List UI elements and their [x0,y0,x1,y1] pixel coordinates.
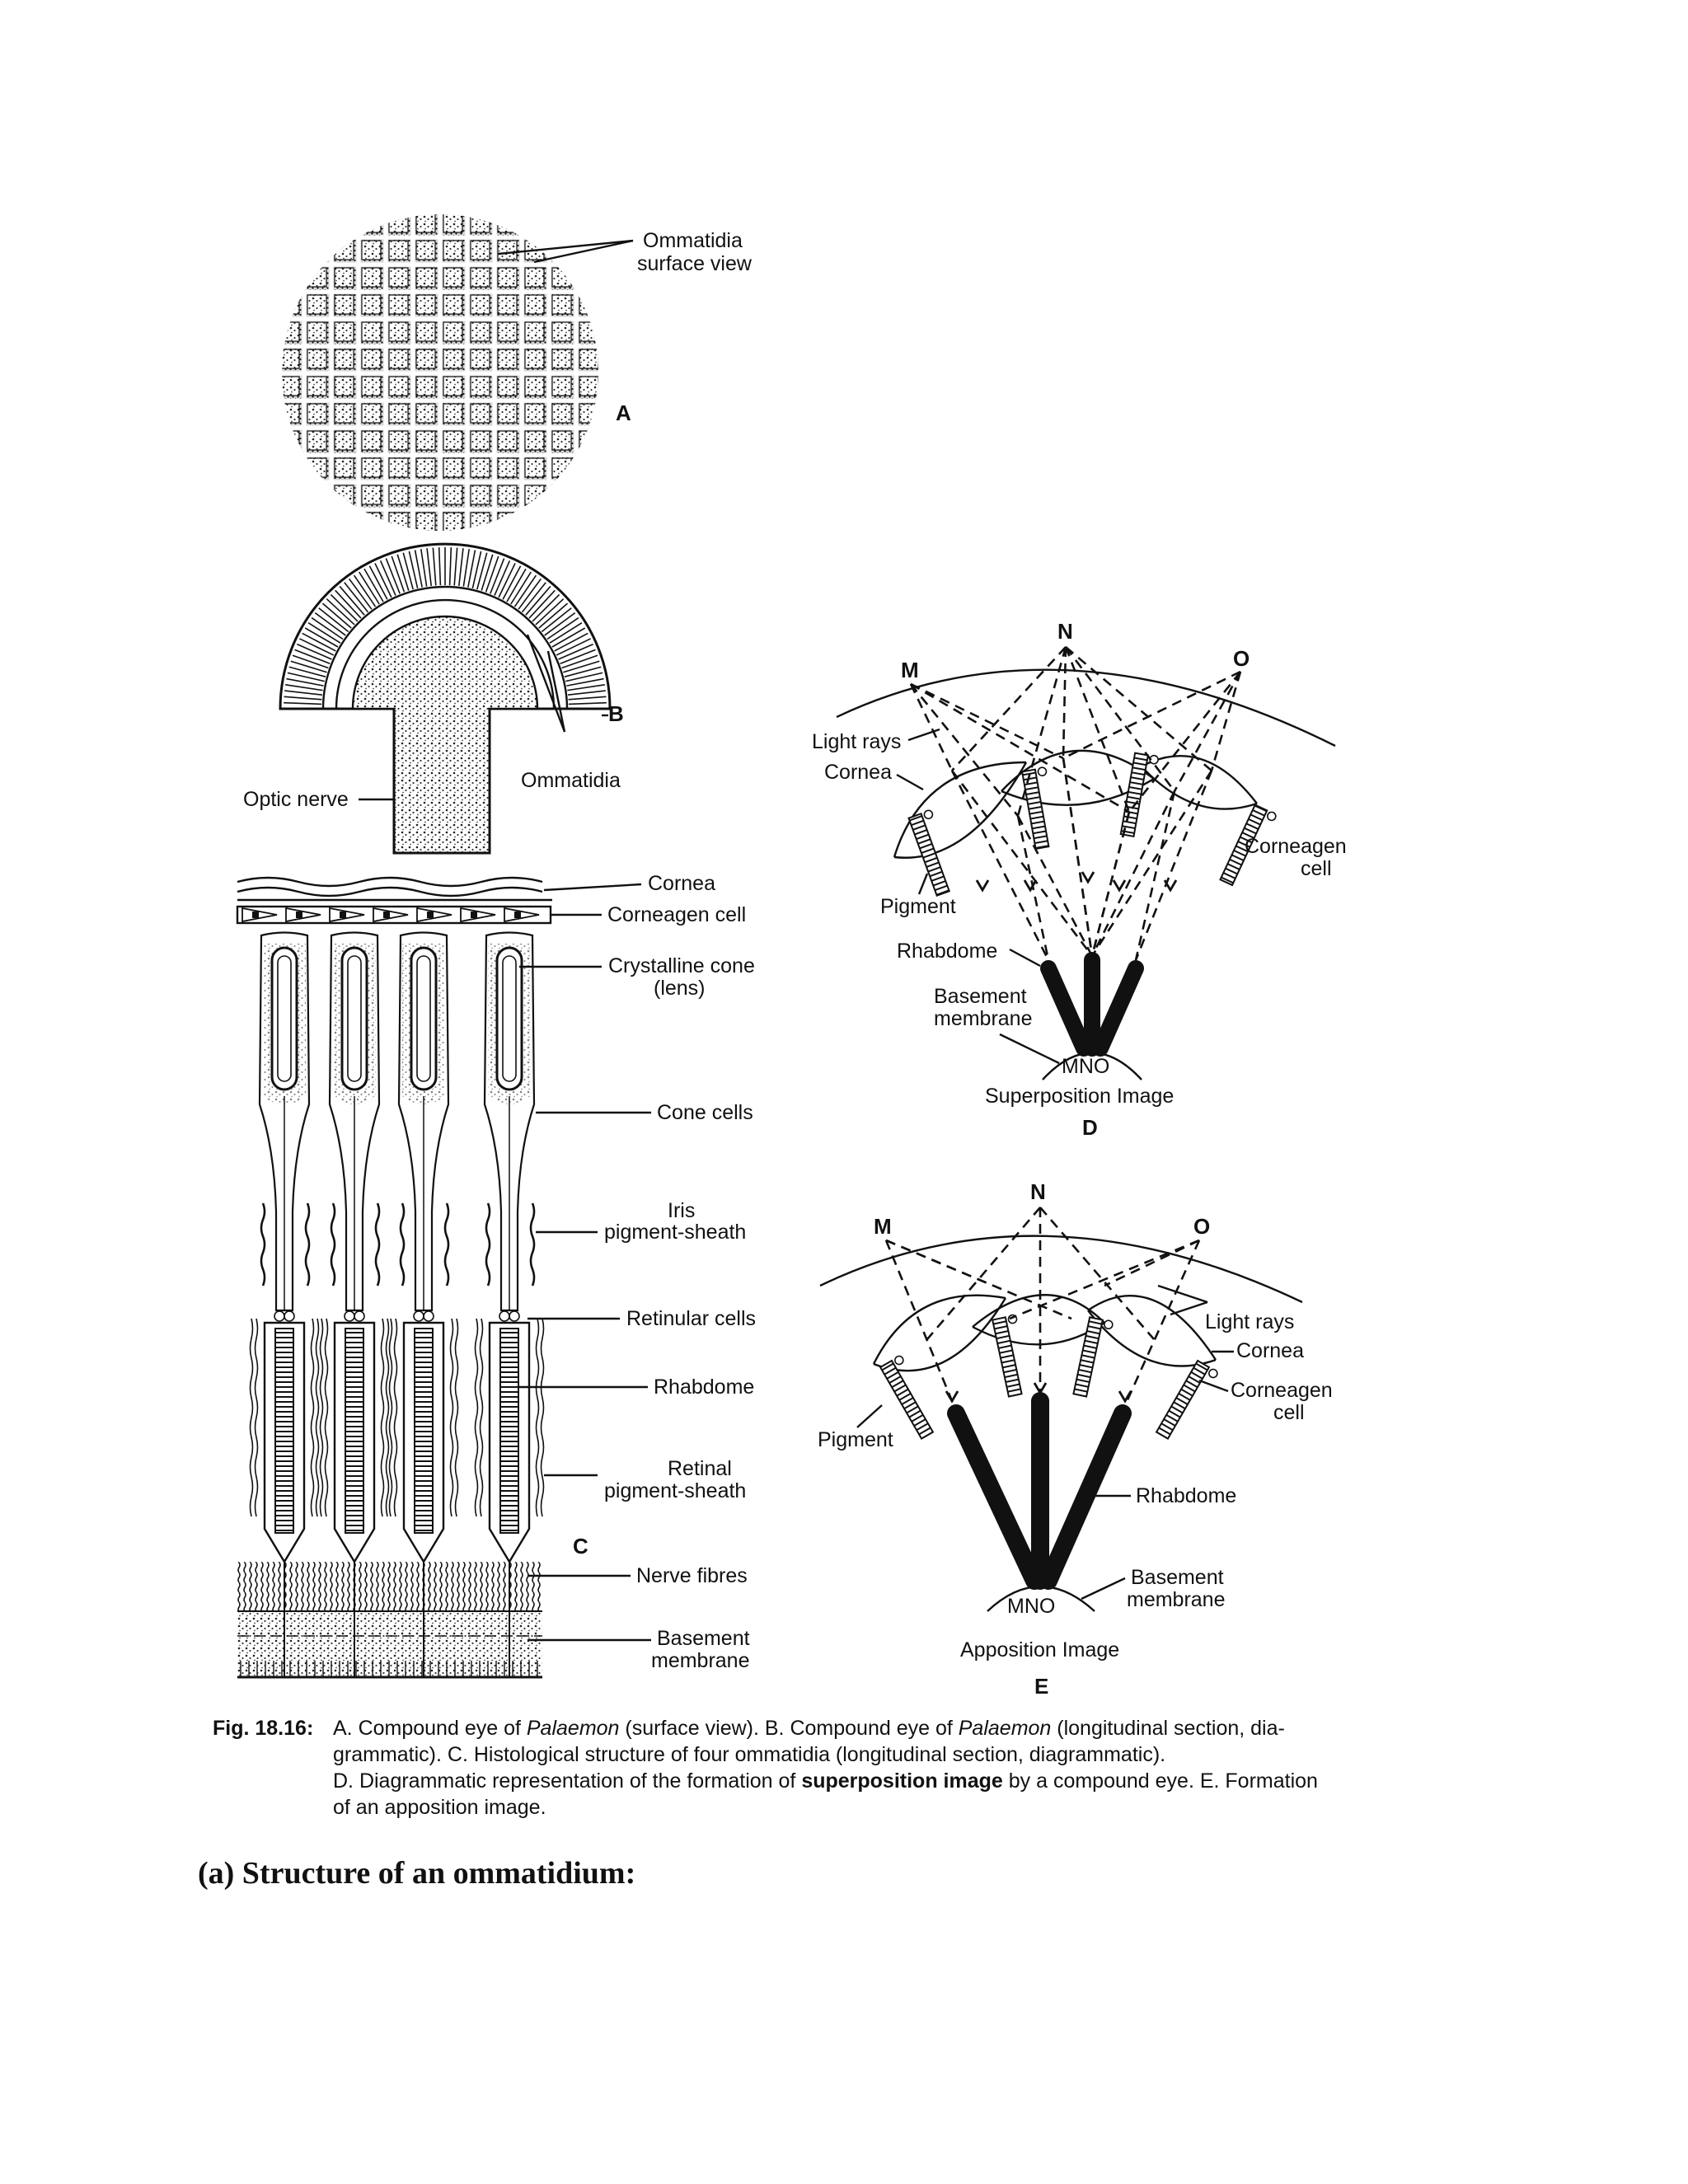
dome-core [351,615,539,710]
e-n-label: N [1030,1179,1046,1204]
optic-nerve-label: Optic nerve [243,788,349,811]
cornea-label: Cornea [648,872,715,895]
e-corneagen-label-line2: cell [1273,1401,1305,1424]
d-m-label: M [901,658,919,682]
light-ray-paths-e [884,1207,1201,1412]
ommatidia-grid [282,214,598,531]
rhabdome-right [1092,960,1144,1057]
panel-a-surface-view: Ommatidia surface view A [282,214,753,531]
ommatidia-label: Ommatidia [521,769,621,792]
panel-c-histology: Cornea Corneagen cell Crystalline cone (… [236,872,756,1679]
d-pigment-label: Pigment [880,895,956,918]
outer-arc-e [819,1235,1303,1304]
d-o-label: O [1233,646,1250,671]
pigment-bars-e [879,1314,1218,1440]
e-basement-label-line1: Basement [1131,1566,1224,1589]
cone-cells-label: Cone cells [657,1101,753,1124]
e-rhabdome-label: Rhabdome [1136,1484,1236,1507]
rhabdome-e-left [947,1404,1043,1590]
panel-b-letter: B [608,701,624,726]
panel-e-letter: E [1034,1674,1048,1699]
rhabdome-left [1040,960,1092,1057]
ommatidium-column [249,931,320,1564]
panel-d-letter: D [1082,1115,1098,1140]
rhabdome-label: Rhabdome [654,1376,754,1399]
e-o-label: O [1193,1214,1210,1239]
ommatidium-column [474,931,545,1564]
basement-label-line1: Basement [657,1627,750,1650]
retinal-label-line1: Retinal [668,1457,732,1480]
corneagen-cells [241,907,540,923]
d-basement-label-line1: Basement [934,985,1027,1008]
basement-arc-e [987,1585,1095,1612]
panel-d-superposition: M N O Light rays Cornea Corneagen cell P… [812,619,1347,1140]
caption-line-1: A. Compound eye of Palaemon (surface vie… [333,1717,1285,1740]
e-pigment-label: Pigment [818,1428,893,1451]
ommatidia-label-line1: Ommatidia [643,229,743,252]
cornea-lens-1 [893,761,1027,858]
iris-label-line2: pigment-sheath [604,1221,746,1244]
section-heading: (a) Structure of an ommatidium: [198,1856,635,1891]
ommatidia-columns [249,931,545,1564]
retinular-cells-label: Retinular cells [626,1307,756,1330]
panel-a-letter: A [616,401,631,425]
ommatidium-column [388,931,459,1564]
d-light-rays-label: Light rays [812,730,901,753]
panel-c-letter: C [573,1534,588,1558]
ommatidia-label-line2: surface view [637,252,753,275]
basement-label-line2: membrane [651,1649,750,1672]
d-cornea-label: Cornea [824,761,892,784]
panel-e-apposition: M N O Light rays Cornea Corneagen cell P… [818,1179,1333,1699]
pigment-bars [907,752,1277,897]
d-mno-label: MNO [1062,1055,1109,1078]
ommatidia-pointer-lines [498,239,634,264]
d-corneagen-label-line1: Corneagen [1245,835,1347,858]
corneagen-cell-label: Corneagen cell [607,903,746,926]
d-basement-label-line2: membrane [934,1007,1033,1030]
rhabdome-e-right [1039,1404,1132,1590]
d-rhabdome-label: Rhabdome [897,940,997,963]
e-m-label: M [874,1214,892,1239]
optic-nerve-stalk [392,709,491,855]
light-ray-paths [909,646,1242,961]
e-light-rays-label: Light rays [1205,1310,1294,1333]
apposition-image-label: Apposition Image [960,1638,1119,1661]
caption-fig-number: Fig. 18.16: [213,1717,313,1740]
nerve-fibres-label: Nerve fibres [636,1564,748,1587]
panel-b-longitudinal-section: Ommatidia B Optic nerve [243,542,624,855]
caption-line-2: grammatic). C. Histological structure of… [333,1743,1165,1766]
retinal-label-line2: pigment-sheath [604,1479,746,1502]
basement-arc [1042,1052,1142,1080]
e-corneagen-label-line1: Corneagen [1231,1379,1333,1402]
iris-label-line1: Iris [668,1199,695,1222]
figure-caption: Fig. 18.16: A. Compound eye of Palaemon … [213,1717,1318,1819]
crystalline-cone-label-line1: Crystalline cone [608,954,755,977]
crystalline-cone-label-line2: (lens) [654,977,706,1000]
e-cornea-label: Cornea [1236,1339,1304,1362]
e-basement-label-line2: membrane [1127,1588,1226,1611]
nerve-fibres-and-basement [237,1562,542,1679]
ommatidium-column [319,931,390,1564]
caption-line-4: of an apposition image. [333,1796,546,1819]
superposition-image-label: Superposition Image [985,1085,1174,1108]
e-mno-label: MNO [1007,1595,1055,1618]
d-n-label: N [1057,619,1073,644]
caption-line-3: D. Diagrammatic representation of the fo… [333,1769,1318,1793]
d-corneagen-label-line2: cell [1301,857,1332,880]
